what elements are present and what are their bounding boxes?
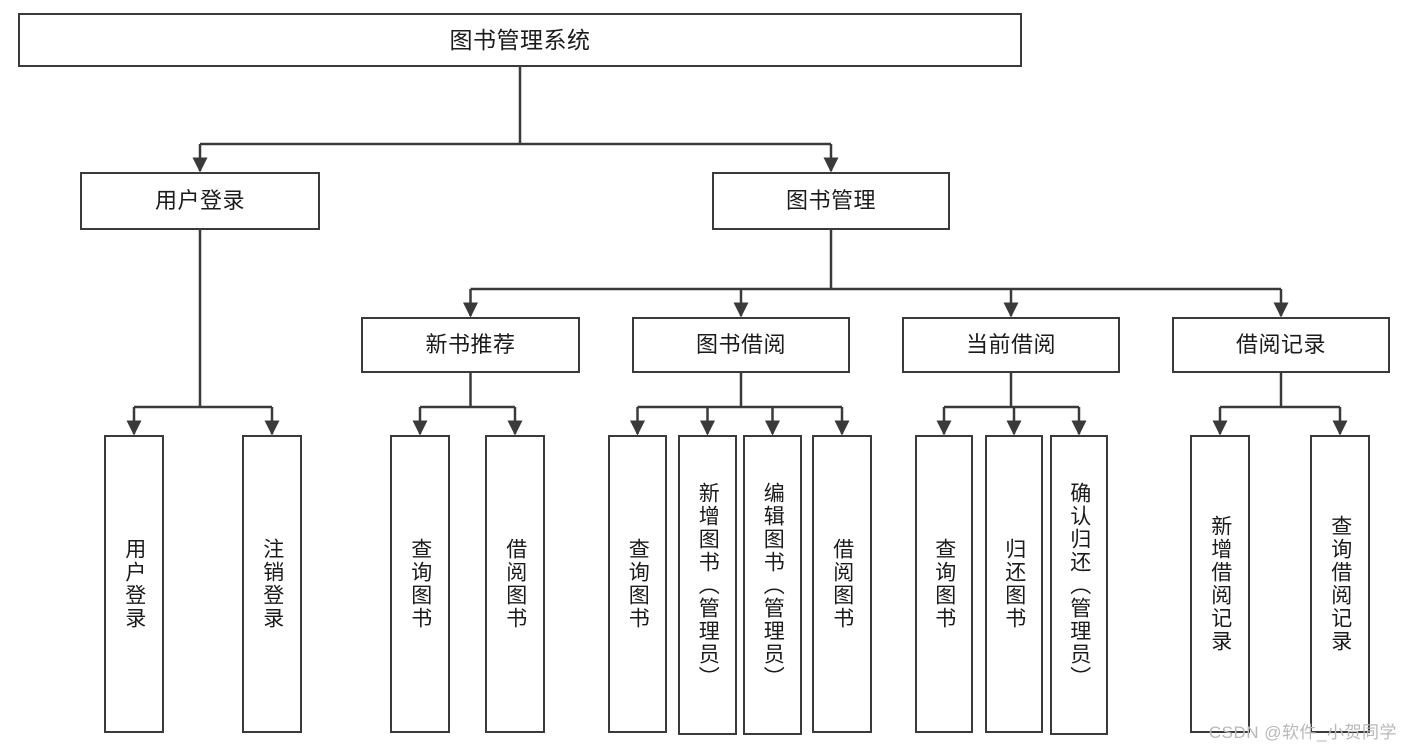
node-label: 查询图书 [932, 538, 956, 630]
node-label: 查询图书 [626, 538, 650, 630]
node-l1-bookmgmt[interactable]: 图书管理 [712, 172, 950, 230]
node-l2-records[interactable]: 借阅记录 [1172, 317, 1390, 373]
node-l3-editbook[interactable]: 编辑图书（管理员） [743, 435, 802, 735]
node-label: 图书借阅 [695, 332, 786, 357]
node-l3-queryrecord[interactable]: 查询借阅记录 [1310, 435, 1370, 733]
node-l3-returnbook[interactable]: 归还图书 [985, 435, 1043, 733]
node-label: 新增图书（管理员） [696, 481, 720, 689]
node-label: 借阅图书 [503, 538, 527, 630]
node-root[interactable]: 图书管理系统 [18, 13, 1022, 67]
node-label: 新书推荐 [425, 332, 516, 357]
node-label: 确认归还（管理员） [1067, 481, 1091, 689]
node-label: 归还图书 [1002, 538, 1026, 630]
node-label: 图书管理系统 [449, 26, 591, 53]
node-l2-borrow[interactable]: 图书借阅 [632, 317, 850, 373]
node-label: 注销登录 [260, 538, 284, 630]
node-l3-borrowbook-a[interactable]: 借阅图书 [485, 435, 545, 733]
node-label: 用户登录 [154, 188, 245, 213]
node-l3-confirmret[interactable]: 确认归还（管理员） [1050, 435, 1108, 735]
node-label: 查询图书 [408, 538, 432, 630]
node-label: 用户登录 [122, 538, 146, 630]
node-l3-addbook[interactable]: 新增图书（管理员） [678, 435, 737, 735]
node-label: 编辑图书（管理员） [761, 481, 785, 689]
node-l1-login[interactable]: 用户登录 [80, 172, 320, 230]
node-l3-querybook-c[interactable]: 查询图书 [915, 435, 973, 733]
node-label: 借阅图书 [830, 538, 854, 630]
node-label: 借阅记录 [1235, 332, 1326, 357]
node-l2-current[interactable]: 当前借阅 [902, 317, 1120, 373]
node-l3-userlogin[interactable]: 用户登录 [104, 435, 164, 733]
node-l3-querybook-a[interactable]: 查询图书 [390, 435, 450, 733]
node-label: 当前借阅 [965, 332, 1056, 357]
node-label: 查询借阅记录 [1328, 515, 1352, 653]
node-l3-addrecord[interactable]: 新增借阅记录 [1190, 435, 1250, 733]
node-label: 新增借阅记录 [1208, 515, 1232, 653]
node-l2-newbook[interactable]: 新书推荐 [361, 317, 580, 373]
node-label: 图书管理 [785, 188, 876, 213]
node-l3-querybook-b[interactable]: 查询图书 [608, 435, 667, 733]
node-l3-borrowbook-b[interactable]: 借阅图书 [812, 435, 872, 733]
node-l3-logout[interactable]: 注销登录 [242, 435, 302, 733]
